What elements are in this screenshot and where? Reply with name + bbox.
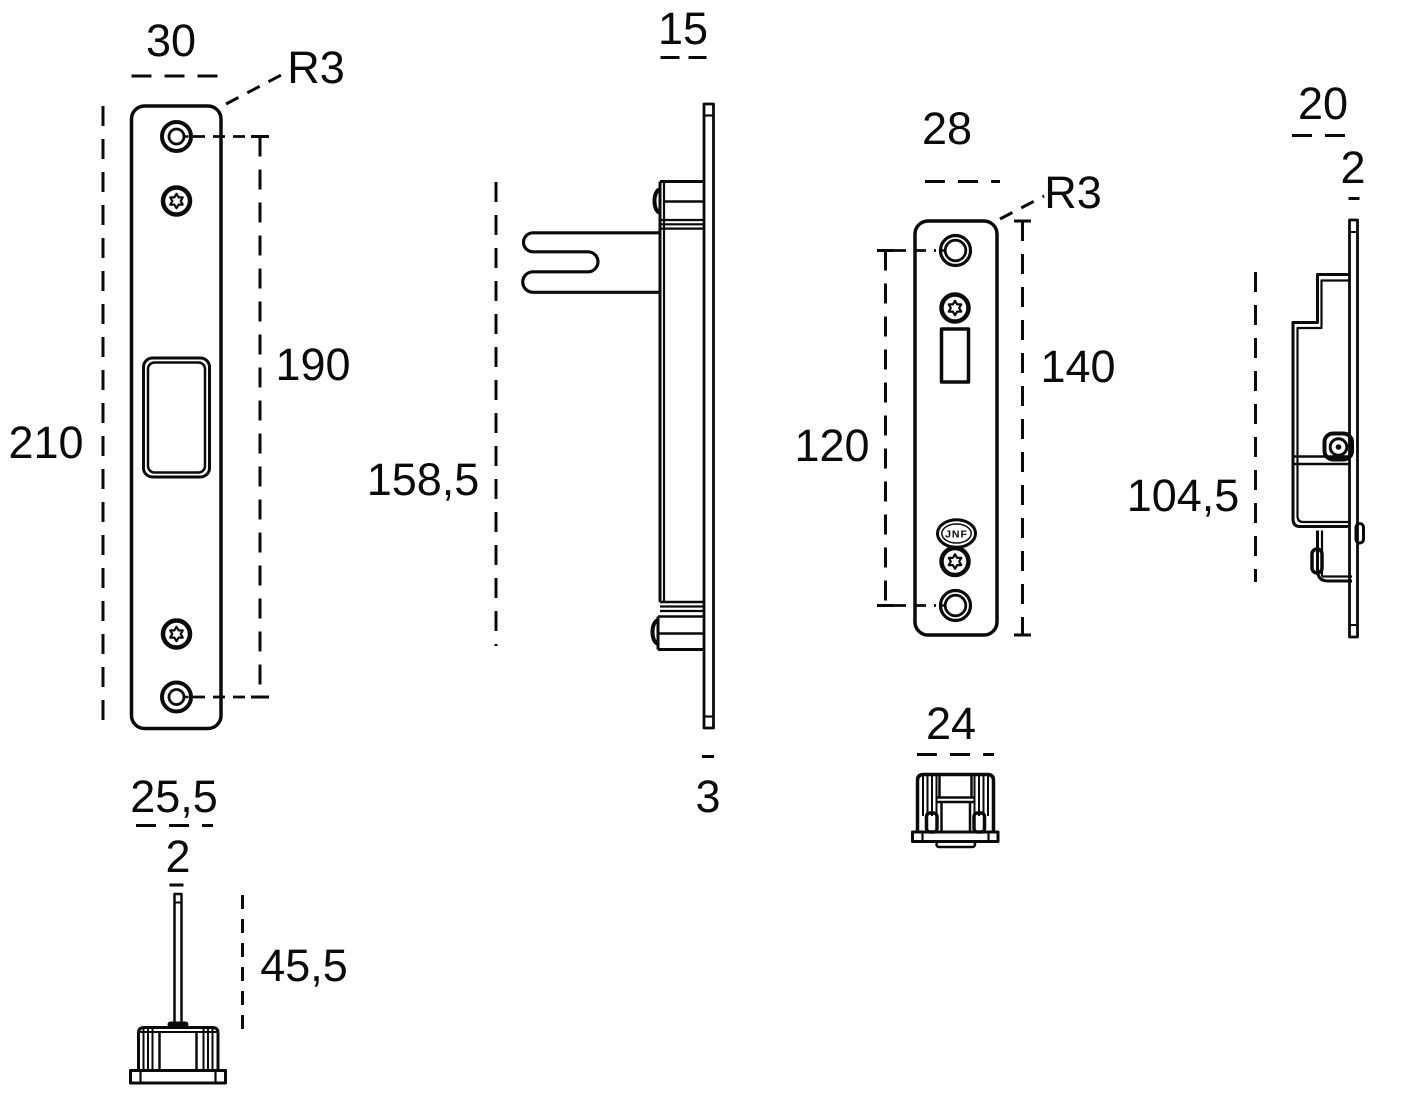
dim-label-height-210: 210 [8,417,83,468]
dim-label-thickness-3: 3 [695,771,720,822]
top-boss-bulge [652,187,661,215]
dim-label-length-104-5: 104,5 [1127,470,1240,521]
brand-logo-oval-inner [941,523,972,544]
side-view-dimensions: 15 158,5 3 [367,3,721,822]
dim-label-pin-diameter-2: 2 [165,831,190,882]
dim-label-spacing-190: 190 [275,339,350,390]
leader-line-r3-right [999,194,1045,221]
short-plate-latch-cutout [939,327,971,384]
dim-label-r3-left: R3 [287,42,345,93]
pin-part-view [129,892,227,1085]
short-plate-outline [913,219,999,637]
dim-label-thickness-2-right: 2 [1340,142,1365,193]
front-plate-dimensions: 30 R3 210 190 [8,15,351,728]
dim-label-length-158-5: 158,5 [367,454,480,505]
cap-part-view [911,772,1000,849]
pin-part-dimensions: 25,5 2 45,5 [130,771,348,1030]
dim-label-width-30: 30 [146,15,196,66]
short-side-dimensions: 20 2 104,5 [1127,78,1366,582]
leader-line-r3-left [225,70,288,106]
bottom-boss-bulge [650,618,659,646]
dim-label-cap-width-25-5: 25,5 [130,771,218,822]
short-body-left-bump [1310,547,1324,575]
short-body-outer-profile [1291,273,1350,528]
dim-label-cap-width-24: 24 [926,698,976,749]
fork-bracket-profile [521,231,660,294]
dim-label-width-28: 28 [922,103,972,154]
short-body-inner-profile [1296,279,1350,524]
dim-label-width-15: 15 [658,3,708,54]
dim-label-r3-right: R3 [1044,167,1102,218]
side-view [521,102,715,730]
dim-label-height-140: 140 [1040,341,1115,392]
pin-cap-flange [129,1069,227,1085]
side-screw-head [1328,437,1349,457]
brand-logo-text: JNF [945,529,968,541]
latch-cutout-outer [142,356,211,479]
cap-outline [915,772,996,832]
front-plate-view [129,104,223,731]
short-plate-dimensions: 28 R3 140 120 [794,103,1116,637]
cap-bottom-protrusion [935,840,977,849]
front-plate-outline [129,104,223,731]
dim-label-pin-length-45-5: 45,5 [260,940,348,991]
short-faceplate-profile [1348,218,1359,639]
cap-part-dimensions: 24 [917,698,994,756]
short-body-step-outer [1316,530,1352,583]
dim-label-spacing-120: 120 [794,420,869,471]
dim-label-width-20: 20 [1298,78,1348,129]
short-plate-right-lip [1354,522,1365,545]
side-screw-boss [1322,431,1354,462]
short-plate-view: JNF [913,219,999,637]
short-side-view [1291,218,1365,639]
faceplate-profile [702,102,715,730]
side-screw-center [1335,444,1342,450]
latch-cutout-inner [146,361,207,474]
